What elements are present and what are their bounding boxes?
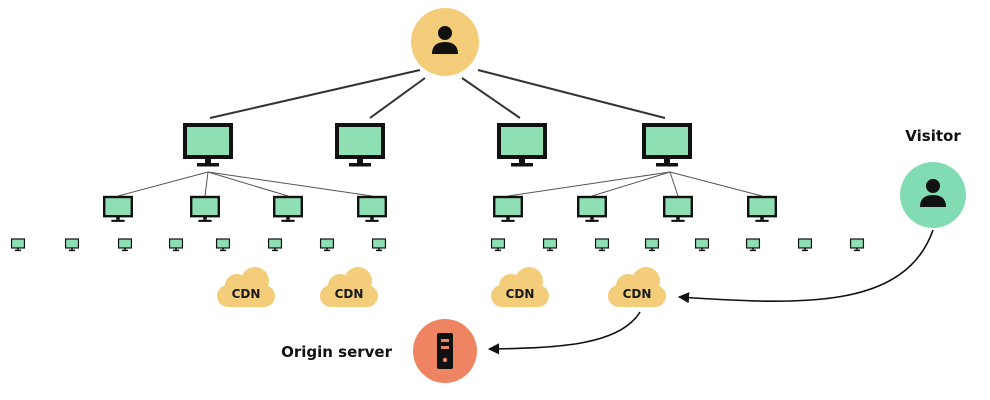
cdn-label: CDN (506, 287, 535, 301)
cdn-label: CDN (335, 287, 364, 301)
cdn-label: CDN (232, 287, 261, 301)
monitor-icon (594, 238, 610, 252)
monitor-icon (747, 195, 778, 222)
monitor-icon (335, 123, 385, 167)
computers-group (10, 123, 865, 252)
visitor-to-cdn-arrow (677, 229, 934, 304)
level2-connections (117, 171, 763, 197)
monitor-icon (117, 238, 133, 252)
origin-server-node: Origin server (281, 319, 477, 383)
cdn-cloud: CDN (491, 267, 549, 307)
monitor-icon (493, 195, 524, 222)
request-arrows (487, 229, 934, 355)
person-icon (432, 26, 458, 54)
cloud-icon (608, 267, 666, 307)
monitor-icon (577, 195, 608, 222)
origin-server-label: Origin server (281, 343, 393, 361)
top-connections (209, 69, 666, 119)
cdn-label: CDN (623, 287, 652, 301)
monitor-icon (102, 195, 133, 222)
cloud-icon (491, 267, 549, 307)
monitor-icon (371, 238, 387, 252)
monitor-icon (357, 195, 388, 222)
visitor-label: Visitor (905, 127, 961, 145)
cloud-icon (217, 267, 275, 307)
monitor-icon (273, 195, 304, 222)
server-icon (437, 333, 453, 369)
monitor-icon (644, 238, 660, 252)
cdn-to-origin-arrow (487, 311, 641, 355)
monitor-icon (490, 238, 506, 252)
cdn-cloud: CDN (217, 267, 275, 307)
monitor-icon (642, 123, 692, 167)
monitor-icon (745, 238, 761, 252)
monitor-icon (64, 238, 80, 252)
monitor-icon (319, 238, 335, 252)
monitor-icon (542, 238, 558, 252)
monitor-icon (168, 238, 184, 252)
monitor-icon (797, 238, 813, 252)
monitor-icon (267, 238, 283, 252)
monitor-icon (215, 238, 231, 252)
monitor-icon (663, 195, 694, 222)
cdn-cloud: CDN (608, 267, 666, 307)
visitor-node: Visitor (900, 127, 966, 228)
cdn-cloud: CDN (320, 267, 378, 307)
monitor-icon (849, 238, 865, 252)
person-icon (920, 179, 946, 207)
monitor-icon (183, 123, 233, 167)
cdn-group: CDN CDN CDN CDN (217, 267, 666, 307)
top-node (411, 8, 479, 76)
monitor-icon (497, 123, 547, 167)
monitor-icon (694, 238, 710, 252)
monitor-icon (10, 238, 26, 252)
monitor-icon (189, 195, 220, 222)
cloud-icon (320, 267, 378, 307)
